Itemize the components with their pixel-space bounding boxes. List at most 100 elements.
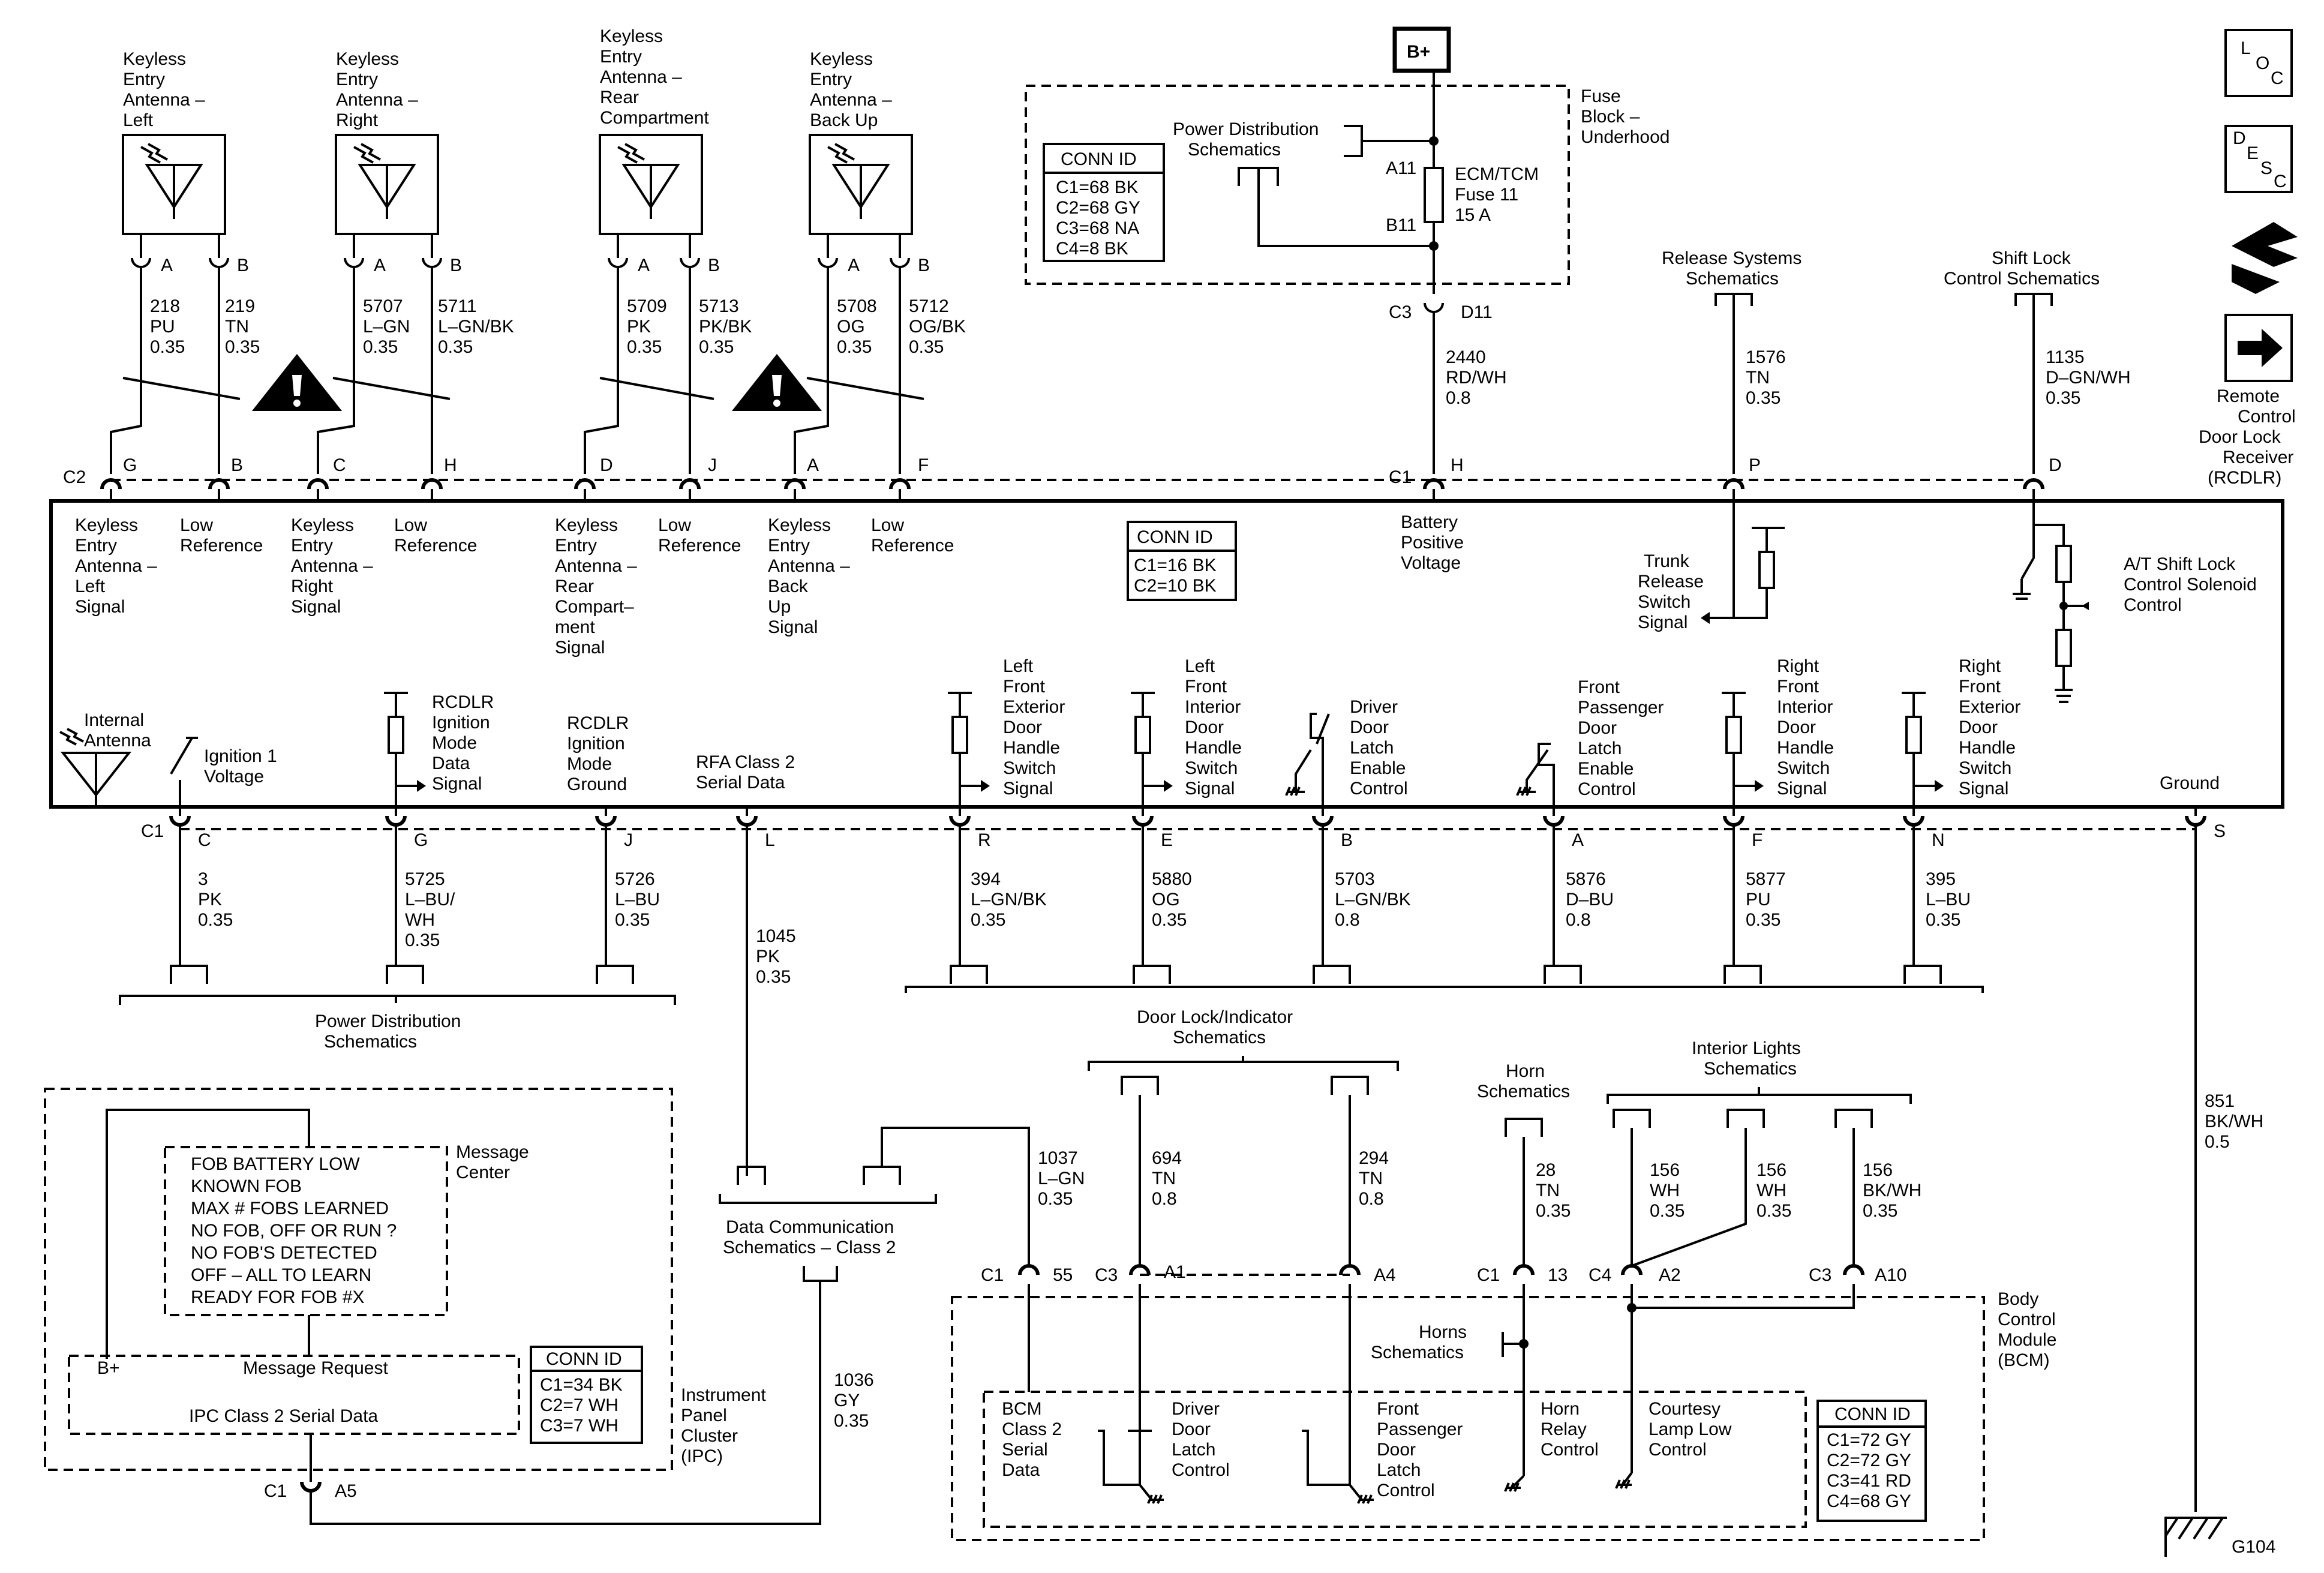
antenna-backup-icon [809, 134, 913, 235]
fuse-label: ECM/TCM Fuse 11 15 A [1455, 164, 1544, 225]
rcdlr-pin: A [807, 455, 819, 475]
ground-label: G104 [2232, 1537, 2275, 1557]
next-page-arrow-icon[interactable] [2224, 314, 2293, 382]
bcm-conn-id-title: CONN ID [1834, 1404, 1911, 1424]
connector-tool-icon[interactable] [2232, 222, 2298, 294]
bcm-pin: A10 [1875, 1265, 1906, 1285]
rcdlr-pin: H [444, 455, 457, 475]
fuse-power-dist: Power Distribution Schematics [1173, 119, 1324, 160]
rcdlr-bottom-pin: C [198, 830, 211, 850]
antenna-rear-title: Keyless Entry Antenna – Rear Compartment [600, 26, 709, 128]
antenna-left-title: Keyless Entry Antenna – Left [123, 49, 210, 130]
bcm-pin: A2 [1659, 1265, 1681, 1285]
rcdlr-bottom-pin: G [414, 830, 428, 850]
rcdlr-pin: C [333, 455, 346, 475]
antenna-left-pin-a: A [161, 256, 173, 275]
svg-text:E: E [2247, 143, 2259, 163]
bcm-conn: C3 [1095, 1265, 1118, 1285]
bcm-conn: C1 [1477, 1265, 1500, 1285]
antenna-left-icon [122, 134, 226, 235]
ipc-c1: C1 [264, 1481, 287, 1501]
rcdlr-pin: B [231, 455, 243, 475]
bcm-pin: 55 [1053, 1265, 1073, 1285]
rcdlr-pin: H [1451, 455, 1464, 475]
rcdlr-pin: G [123, 455, 137, 475]
antenna-right: Keyless Entry Antenna – Right [335, 49, 439, 235]
fuse-conn-ids: C1=68 BK C2=68 GY C3=68 NA C4=8 BK [1056, 178, 1145, 259]
ipc-b-plus: B+ [97, 1358, 120, 1378]
rcdlr-bottom-pin: A [1572, 830, 1584, 850]
rcdlr-bottom-pin: E [1161, 830, 1173, 850]
antenna-rear-icon [599, 134, 703, 235]
fuse-block: B+ Fuse Block – Underhood CONN ID C1=68 … [1025, 26, 1670, 474]
svg-text:D: D [2233, 128, 2246, 148]
shift-lock-title: Shift Lock Control Schematics [1944, 248, 2100, 289]
desc-icon[interactable]: D E S C [2224, 125, 2293, 193]
svg-text:C: C [2271, 68, 2284, 88]
ipc-pin: A5 [335, 1481, 357, 1501]
fuse-pin-a11: A11 [1386, 158, 1416, 178]
antenna-backup-pin-a: A [848, 256, 860, 275]
svg-text:S: S [2260, 158, 2272, 178]
antenna-rear: Keyless Entry Antenna – Rear Compartment [599, 26, 709, 235]
svg-text:L: L [2241, 38, 2251, 58]
loc-icon[interactable]: L O C [2224, 29, 2293, 97]
antenna-rear-pin-a: A [638, 256, 650, 275]
rcdlr-bottom-label: Ground [2160, 773, 2220, 793]
rcdlr-bottom-pin: F [1752, 830, 1762, 850]
antenna-left-pin-b: B [237, 256, 249, 275]
rcdlr-bottom-pin: J [624, 830, 633, 850]
fuse-out-pin: D11 [1461, 302, 1493, 322]
ipc-module: FOB BATTERY LOW KNOWN FOB MAX # FOBS LEA… [44, 1088, 766, 1501]
rcdlr-pin: D [600, 455, 613, 475]
rcdlr-pin: F [918, 455, 929, 475]
internal-antenna-icon [59, 728, 132, 807]
svg-text:C: C [2274, 172, 2287, 191]
rcdlr-bottom-pin: L [765, 830, 775, 850]
